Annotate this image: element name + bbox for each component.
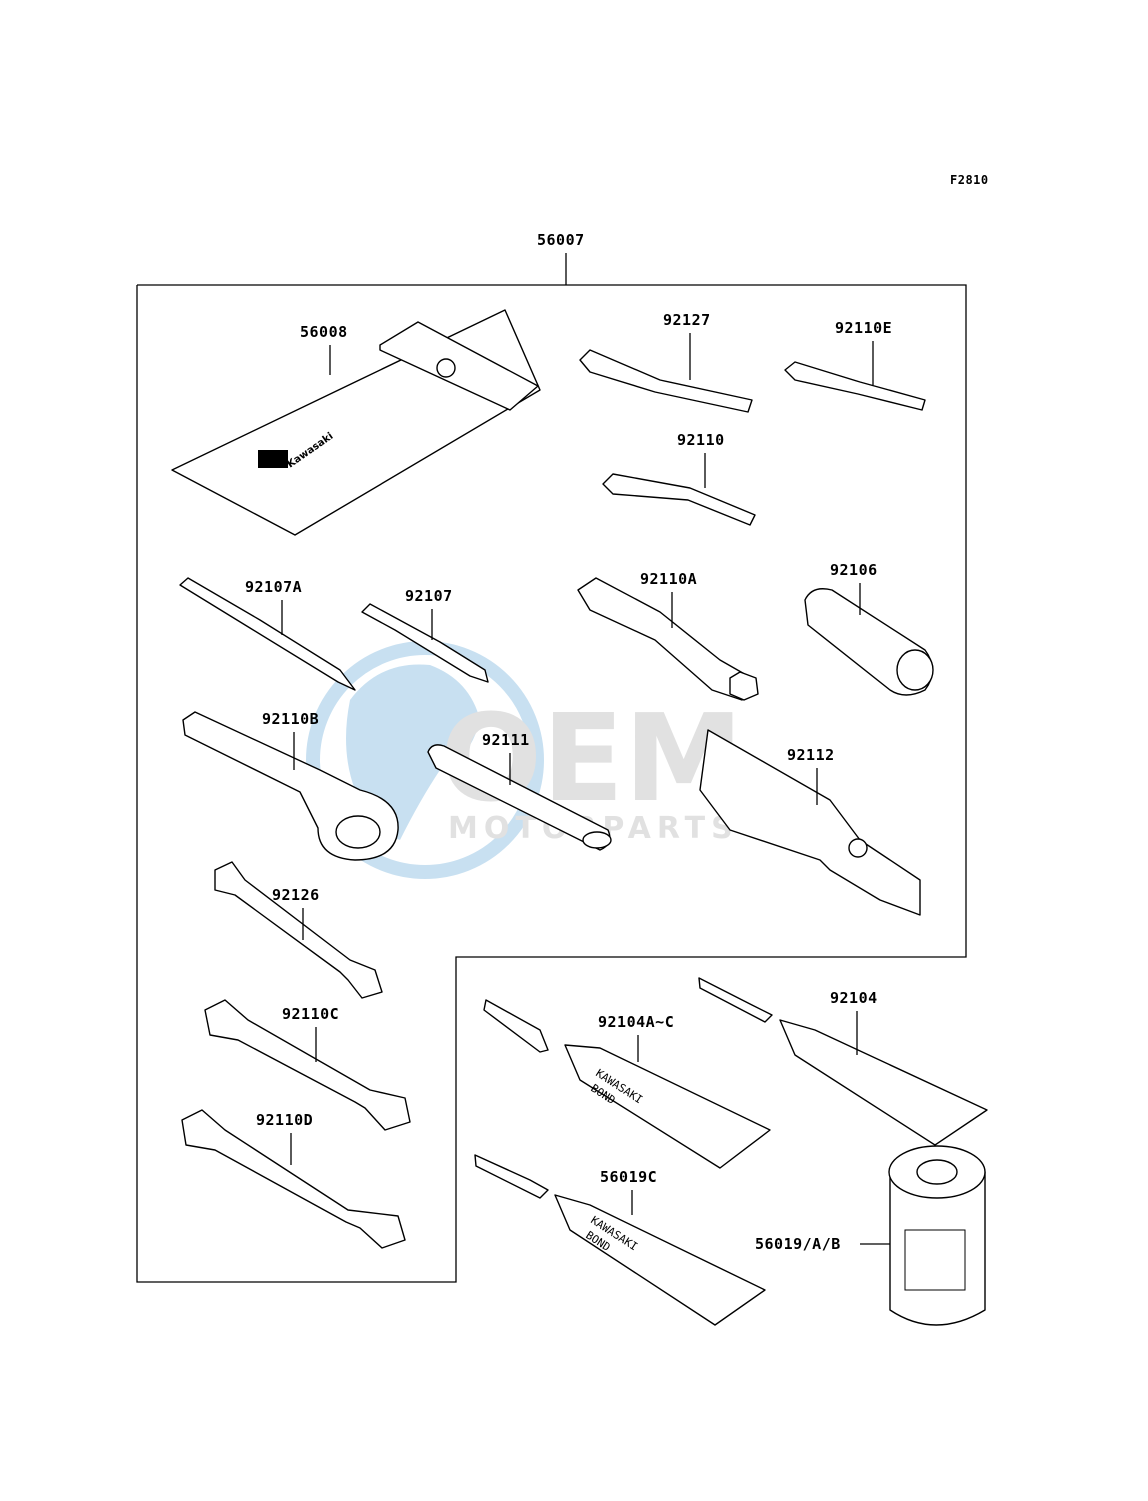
part-label-92126: 92126 [272,886,320,904]
part-label-56008: 56008 [300,323,348,341]
part-92106[interactable]: 92106 [804,561,934,696]
part-label-92112: 92112 [787,746,835,764]
kit-label: 56007 [537,231,585,249]
part-92110B[interactable]: 92110B [182,710,399,861]
watermark-continent-icon [346,664,480,840]
part-label-92110D: 92110D [256,1111,313,1129]
part-92107A[interactable]: 92107A [179,577,356,691]
part-92110[interactable]: 92110 [602,431,756,526]
part-label-92107: 92107 [405,587,453,605]
part-label-92104: 92104 [830,989,878,1007]
part-92110A[interactable]: 92110A [577,570,759,701]
part-label-92127: 92127 [663,311,711,329]
kit-outline: 56007 [136,231,967,1283]
part-label-56019C: 56019C [600,1168,657,1186]
part-label-92110C: 92110C [282,1005,339,1023]
part-label-92106: 92106 [830,561,878,579]
part-92127[interactable]: 92127 [579,311,753,413]
part-label-92110E: 92110E [835,319,892,337]
part-92112[interactable]: 92112 [699,729,921,916]
part-92110E[interactable]: 92110E [784,319,926,411]
part-label-92110A: 92110A [640,570,697,588]
watermark: OEM MOTORPARTS [306,641,743,879]
part-label-92107A: 92107A [245,578,302,596]
part-92126[interactable]: 92126 [214,861,383,999]
part-56008[interactable]: Kawasaki 56008 [171,309,541,536]
part-92111[interactable]: 92111 [427,731,612,851]
part-92104A-C[interactable]: KAWASAKI BOND 92104A~C [483,999,771,1169]
part-92104[interactable]: 92104 [698,977,988,1146]
part-label-92111: 92111 [482,731,530,749]
part-label-92110B: 92110B [262,710,319,728]
part-56019C[interactable]: KAWASAKI BOND 56019C [474,1154,766,1326]
part-56019-A-B[interactable]: 56019/A/B [755,1145,986,1326]
part-92107[interactable]: 92107 [361,587,489,683]
part-92110D[interactable]: 92110D [181,1109,406,1249]
part-label-92104A-C: 92104A~C [598,1013,674,1031]
part-label-56019-A-B: 56019/A/B [755,1235,841,1253]
watermark-brand: OEM [440,690,743,829]
figure-code: F2810 [950,173,989,187]
part-label-92110: 92110 [677,431,725,449]
part-92110C[interactable]: 92110C [204,999,411,1131]
